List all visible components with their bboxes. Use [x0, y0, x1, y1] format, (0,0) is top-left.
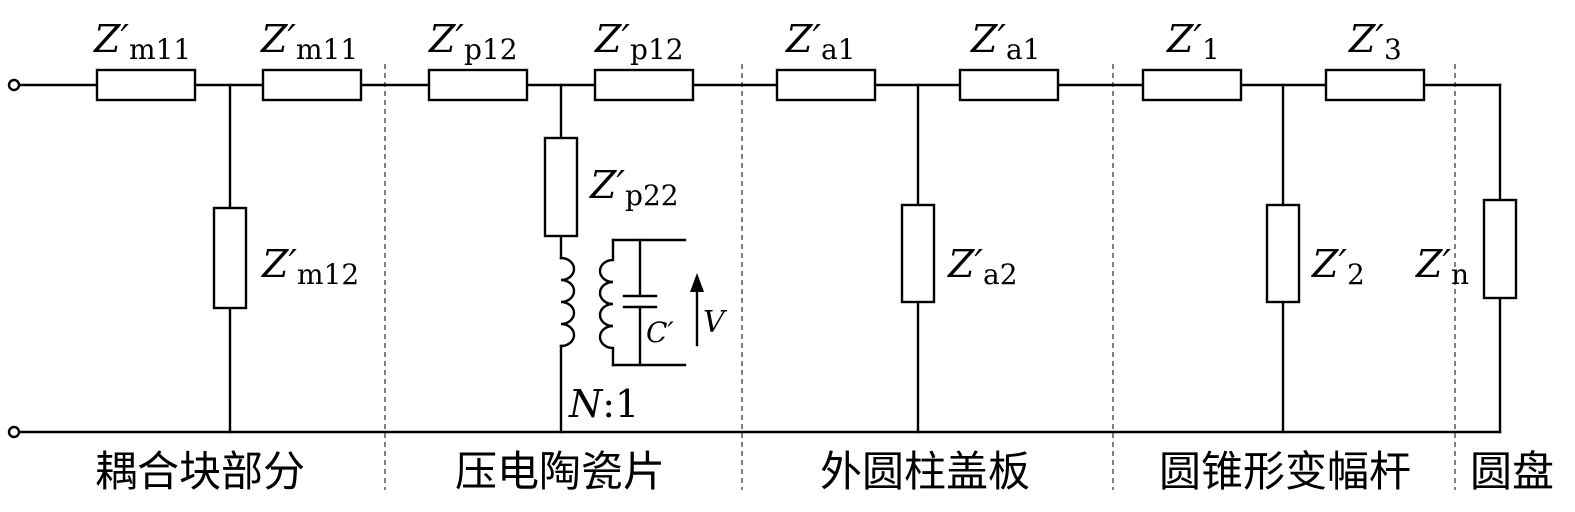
label-z-n: Z′n — [1415, 242, 1469, 291]
label-sub: 3 — [1384, 33, 1402, 66]
voltage-arrow-icon — [690, 273, 704, 347]
label-main: Z′ — [261, 242, 297, 286]
label-z-1: Z′1 — [1166, 17, 1220, 66]
label-main: Z′ — [260, 17, 296, 61]
section-label-coupling-block: 耦合块部分 — [95, 447, 305, 496]
label-main: Z′ — [1166, 17, 1202, 61]
label-z-m11-1: Z′m11 — [93, 17, 191, 66]
label-sub: m11 — [129, 33, 191, 66]
section-label-piezo-ceramic: 压电陶瓷片 — [455, 447, 665, 496]
transformer-secondary-coil — [598, 238, 615, 367]
label-main: Z′ — [1311, 242, 1347, 286]
resistor-z-a1-2 — [958, 68, 1060, 102]
label-z-a1-1: Z′a1 — [785, 17, 856, 66]
label-main: Z′ — [428, 17, 464, 61]
label-main: Z′ — [594, 17, 630, 61]
label-sub: 2 — [1347, 258, 1365, 291]
label-z-p12-2: Z′p12 — [594, 17, 684, 66]
terminal-bottom — [7, 425, 21, 439]
resistor-z-n — [1482, 198, 1518, 300]
resistor-z-1 — [1141, 68, 1243, 102]
label-sub: p12 — [464, 33, 518, 66]
label-sub: a1 — [821, 33, 856, 66]
label-sub: a1 — [1006, 33, 1041, 66]
label-sub: p12 — [630, 33, 684, 66]
resistor-z-a2 — [900, 203, 936, 304]
section-label-conical-horn: 圆锥形变幅杆 — [1159, 447, 1411, 496]
resistor-z-m11-2 — [261, 68, 363, 102]
section-label-disc: 圆盘 — [1470, 447, 1554, 496]
resistor-z-p22 — [543, 136, 579, 238]
label-sub: a2 — [983, 258, 1018, 291]
label-main: Z′ — [1348, 17, 1384, 61]
label-z-a2: Z′a2 — [947, 242, 1018, 291]
label-z-3: Z′3 — [1348, 17, 1402, 66]
label-z-p22: Z′p22 — [589, 163, 679, 212]
turns-ratio-symbol: N — [568, 382, 604, 426]
transformer-primary-coil — [559, 256, 576, 348]
label-z-2: Z′2 — [1311, 242, 1365, 291]
resistor-z-2 — [1265, 203, 1301, 304]
turns-ratio-value: :1 — [602, 382, 639, 426]
resistor-z-m11-1 — [95, 68, 197, 102]
label-main: Z′ — [947, 242, 983, 286]
label-z-m12: Z′m12 — [261, 242, 359, 291]
terminal-top — [7, 78, 21, 92]
section-label-outer-cover: 外圆柱盖板 — [820, 447, 1030, 496]
label-main: Z′ — [589, 163, 625, 207]
label-turns-ratio: N:1 — [568, 382, 639, 426]
label-z-a1-2: Z′a1 — [970, 17, 1041, 66]
label-sub: 1 — [1202, 33, 1220, 66]
label-main: Z′ — [1415, 242, 1451, 286]
label-main: Z′ — [93, 17, 129, 61]
label-voltage: V — [703, 305, 728, 340]
label-main: Z′ — [970, 17, 1006, 61]
label-z-m11-2: Z′m11 — [260, 17, 358, 66]
resistor-z-3 — [1324, 68, 1426, 102]
resistor-z-p12-2 — [593, 68, 695, 102]
resistor-z-p12-1 — [427, 68, 529, 102]
label-capacitor: C′ — [646, 316, 674, 349]
label-sub: m11 — [296, 33, 358, 66]
resistor-z-m12 — [212, 206, 248, 310]
label-sub: n — [1451, 258, 1469, 291]
label-main: Z′ — [785, 17, 821, 61]
resistor-z-a1-1 — [775, 68, 877, 102]
label-z-p12-1: Z′p12 — [428, 17, 518, 66]
label-sub: m12 — [297, 258, 359, 291]
label-sub: p22 — [625, 179, 679, 212]
capacitor — [622, 238, 658, 367]
